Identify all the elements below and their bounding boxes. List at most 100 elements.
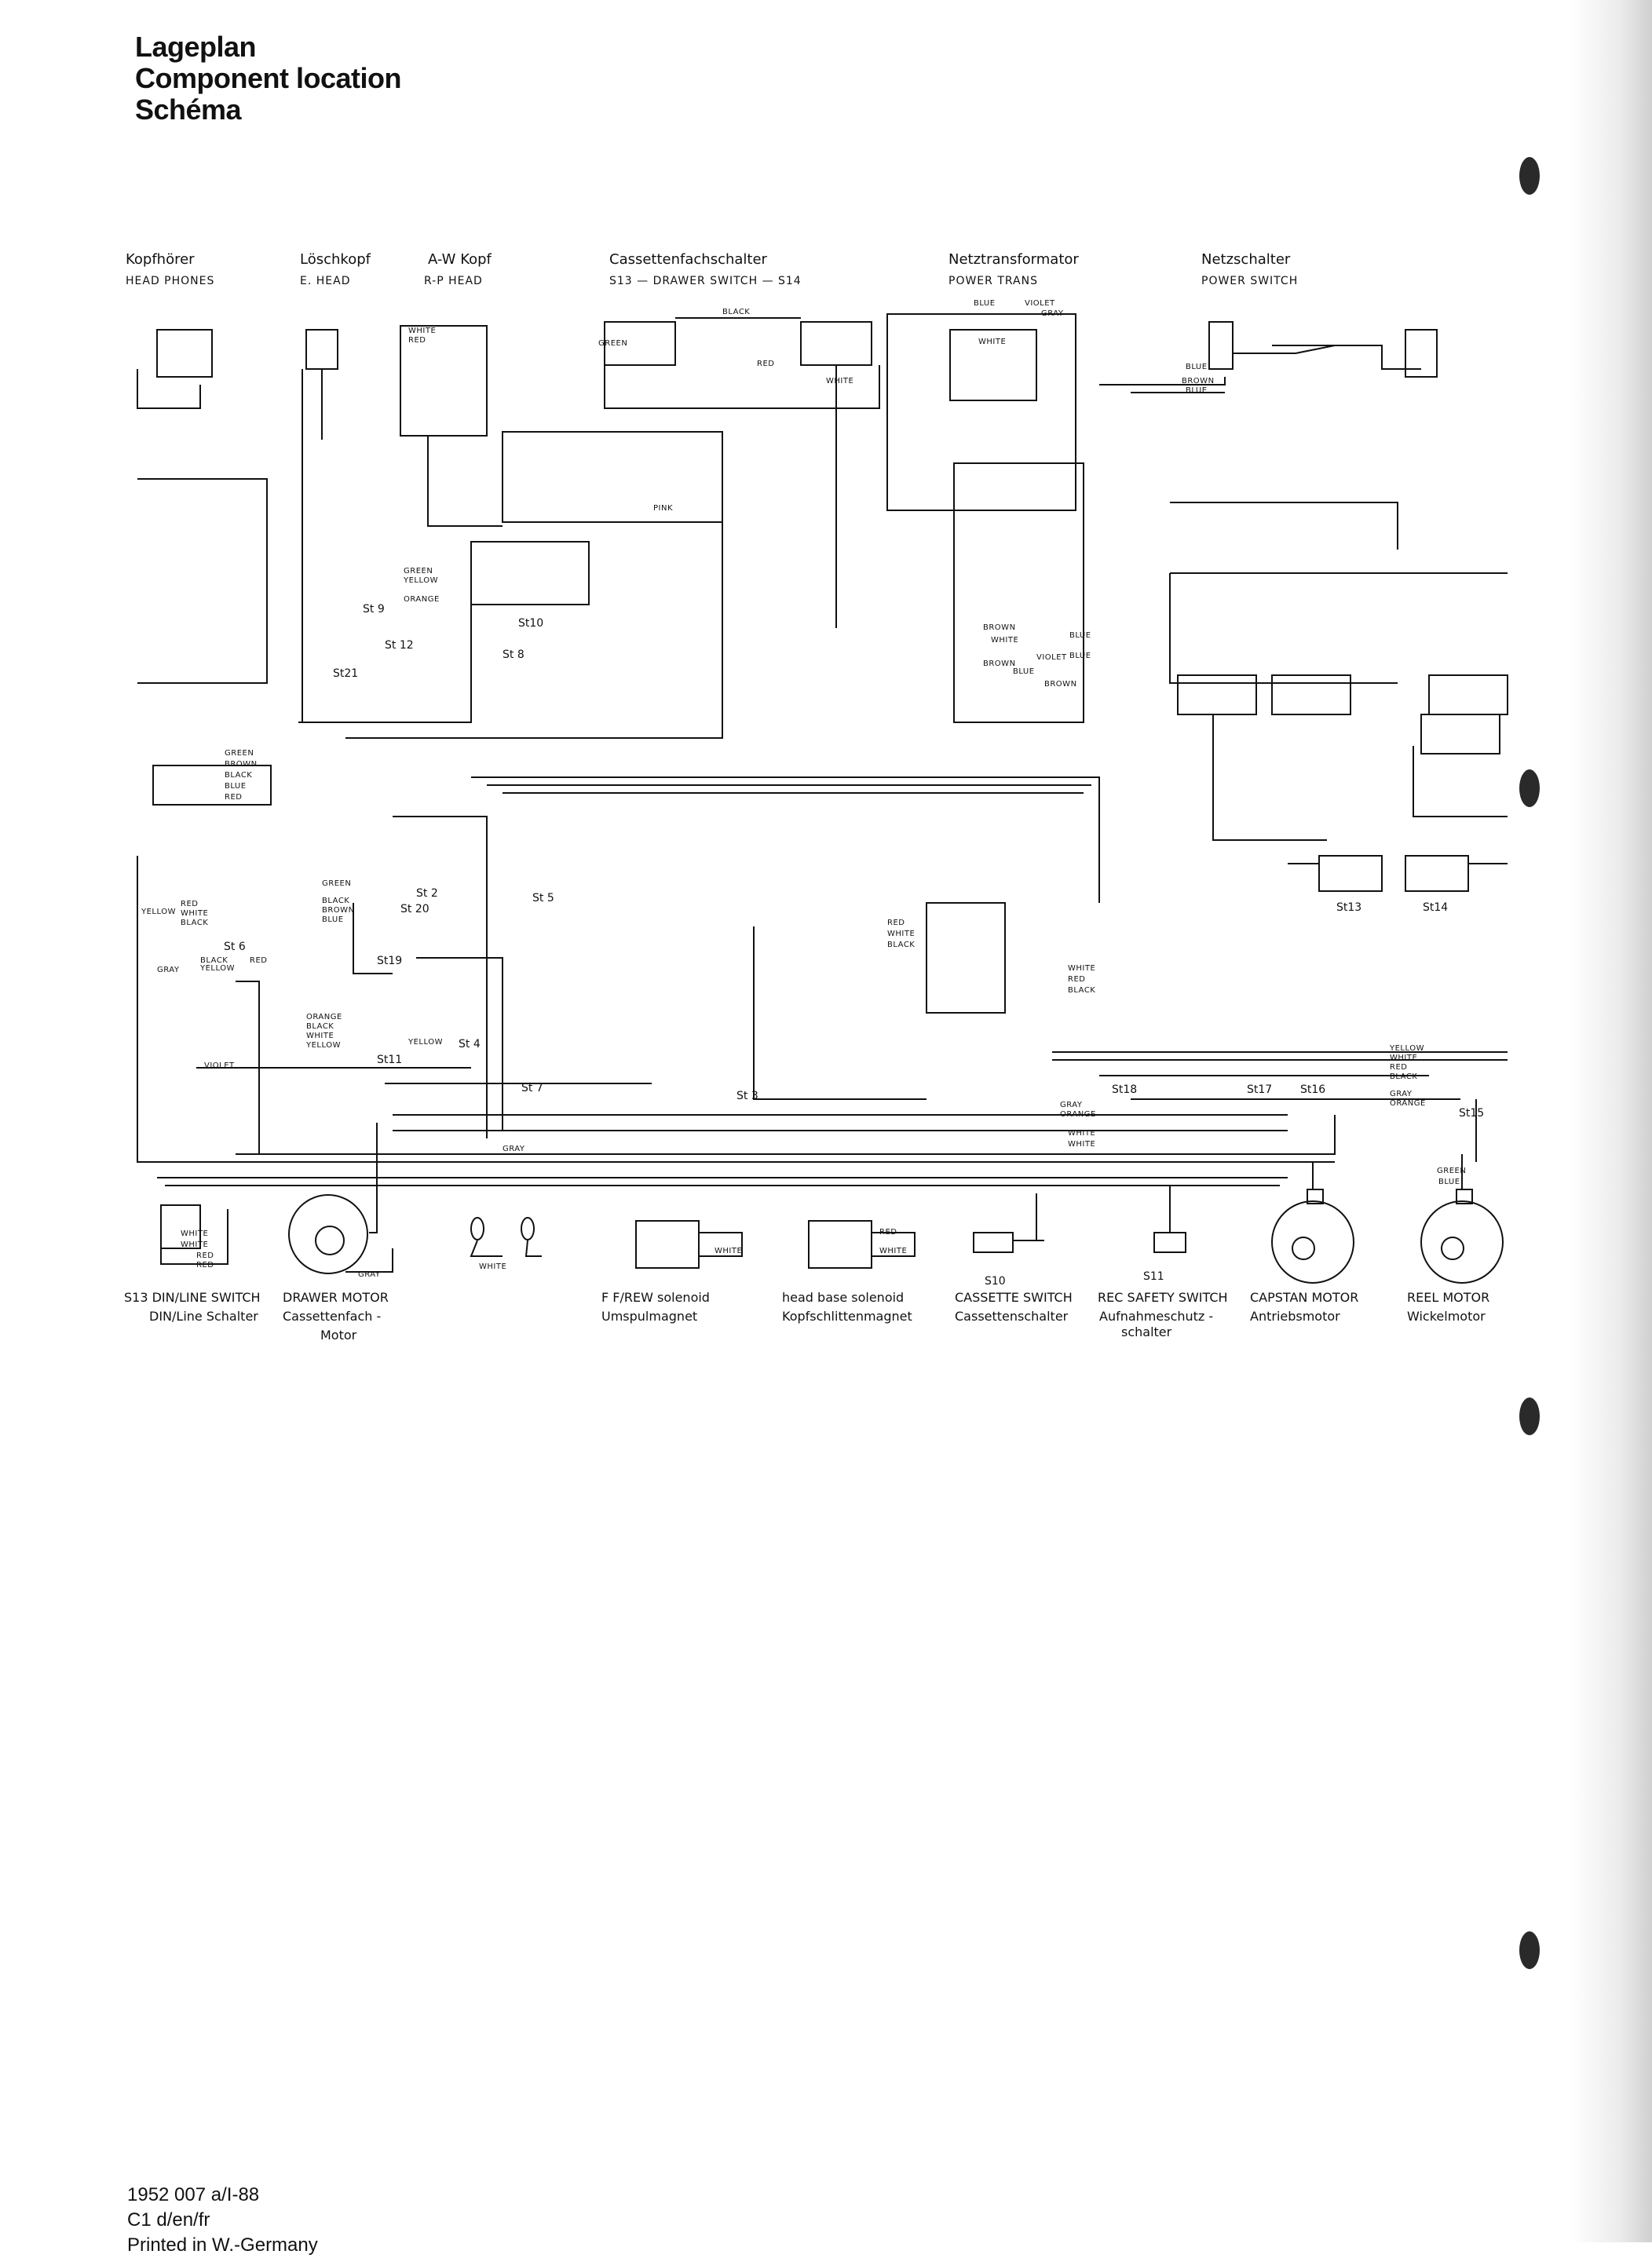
title-line-de: Lageplan [135, 31, 257, 63]
drawer-motor-shape [288, 1194, 368, 1274]
connector-st12: St 12 [385, 639, 414, 652]
bottom-component-labels: S13 DIN/LINE SWITCH DIN/Line Schalter DR… [124, 1270, 1489, 1343]
erase-head-label-en: E. HEAD [300, 275, 350, 287]
wire-label-brown-5: BROWN [983, 623, 1016, 632]
footer-languages: C1 d/en/fr [127, 2209, 210, 2231]
connector-st13-shape [1318, 855, 1383, 892]
din-line-switch-label-en: S13 DIN/LINE SWITCH [124, 1290, 261, 1305]
wire-label-yellow: YELLOW [403, 576, 438, 585]
din-line-switch-label-de: DIN/Line Schalter [149, 1309, 258, 1324]
cassette-switch-shape [973, 1232, 1014, 1253]
drawer-motor-label-de: Cassettenfach - [283, 1309, 381, 1324]
binder-hole [1519, 157, 1540, 195]
wire-label-red: RED [408, 336, 426, 345]
head-base-solenoid-label-en: head base solenoid [782, 1290, 904, 1305]
wire-label-red-9: RED [196, 1251, 214, 1260]
rec-safety-switch-label-de: Aufnahmeschutz - [1099, 1309, 1213, 1324]
connector-row-4 [1420, 714, 1500, 754]
rec-safety-switch-label-de2: schalter [1121, 1324, 1172, 1339]
power-switch-shape [1208, 321, 1234, 370]
wire-label-black: BLACK [722, 308, 750, 316]
connector-st6: St 6 [224, 941, 246, 953]
headphone-jack-shape [156, 329, 213, 378]
wire-label-yellow-5: YELLOW [199, 964, 235, 973]
wire-label-green-5: GREEN [1437, 1167, 1466, 1175]
wire-label-brown-6: BROWN [983, 659, 1016, 668]
wire-label-white-13: WHITE [181, 1240, 208, 1249]
wire-label-red-8: RED [250, 956, 267, 965]
wire-label-red-7: RED [757, 360, 774, 368]
connector-block-top [502, 431, 723, 523]
binder-hole [1519, 1931, 1540, 1969]
binder-hole [1519, 1398, 1540, 1435]
wire-label-green-2: GREEN [225, 749, 254, 758]
drawer-switch-label-de: Cassettenfachschalter [609, 251, 768, 268]
wire-label-gray-5: GRAY [503, 1145, 525, 1153]
ffrew-solenoid-label-en: F F/REW solenoid [601, 1290, 710, 1305]
wire-label-gray-2: GRAY [1390, 1090, 1413, 1098]
lamp-right-shape [521, 1217, 535, 1240]
wire-label-black-2: BLACK [887, 941, 915, 949]
connector-st17: St17 [1247, 1083, 1272, 1096]
connector-st14: St14 [1423, 901, 1448, 914]
connector-st15: St15 [1459, 1107, 1484, 1120]
wire-label-blue: BLUE [974, 299, 996, 308]
wire-label-white-2: WHITE [887, 930, 915, 938]
wire-label-black-6: BLACK [322, 897, 349, 905]
wire-label-yellow-2: YELLOW [1389, 1044, 1424, 1053]
connector-st19: St19 [377, 955, 402, 967]
wire-label-yellow-4: YELLOW [141, 908, 176, 916]
wire-label-white-3: WHITE [1068, 964, 1095, 973]
power-switch-label-en: POWER SWITCH [1201, 275, 1298, 287]
wire-label-black-3: BLACK [1068, 986, 1095, 995]
erase-head-label-de: Löschkopf [300, 251, 371, 268]
connector-labels: St 9 St 12 St21 St 8 St10 St 20 St 2 St … [224, 603, 1484, 1120]
wire-label-green-3: GREEN [322, 879, 351, 888]
din-line-switch-shape [160, 1204, 201, 1249]
wire-label-orange: ORANGE [404, 595, 440, 604]
headphones-label-en: HEAD PHONES [126, 275, 214, 287]
power-trans-label-en: POWER TRANS [948, 275, 1038, 287]
wire-label-green-4: GREEN [598, 339, 627, 348]
wire-label-red-11: RED [879, 1228, 897, 1237]
page-title: Lageplan Component location Schéma [135, 31, 401, 126]
wiring-lines [137, 313, 1508, 1284]
title-line-fr: Schéma [135, 93, 242, 126]
wire-label-blue-8: BLUE [1186, 386, 1208, 395]
wire-label-orange-3: ORANGE [1060, 1110, 1096, 1119]
drawer-switch-s13-shape [604, 321, 676, 366]
wire-label-violet: VIOLET [1025, 299, 1055, 308]
wire-label-red-10: RED [196, 1261, 214, 1270]
wire-label-white-7: WHITE [306, 1032, 334, 1040]
power-transformer-shape [886, 313, 1076, 511]
connector-row-3 [1428, 674, 1508, 715]
wire-label-white-14: WHITE [479, 1262, 506, 1271]
wire-label-blue-7: BLUE [1186, 363, 1208, 371]
connector-st10-shape [470, 541, 590, 605]
wire-label-red-2: RED [887, 919, 905, 927]
board-block-right-shape [926, 902, 1006, 1014]
erase-head-shape [305, 329, 338, 370]
wire-label-blue-9: BLUE [1438, 1178, 1460, 1186]
wire-label-yellow-6: YELLOW [408, 1038, 443, 1047]
connector-st5: St 5 [532, 892, 554, 904]
reel-motor-shape [1420, 1200, 1504, 1284]
drawer-motor-label-en: DRAWER MOTOR [283, 1290, 389, 1305]
wire-label-black-9: BLACK [200, 956, 228, 965]
rp-head-label-en: R-P HEAD [424, 275, 483, 287]
capstan-motor-label-en: CAPSTAN MOTOR [1250, 1290, 1358, 1305]
drawer-switch-s14-shape [800, 321, 872, 366]
wire-label-black-8: BLACK [181, 919, 208, 927]
wire-label-red-6: RED [181, 900, 198, 908]
reel-motor-label-en: REEL MOTOR [1407, 1290, 1489, 1305]
wire-label-white: WHITE [408, 327, 436, 335]
cassette-switch-label-de: Cassettenschalter [955, 1309, 1069, 1324]
wire-label-pink: PINK [653, 504, 673, 513]
rec-safety-switch-shape [1153, 1232, 1186, 1253]
connector-st10: St10 [518, 617, 543, 630]
wire-label-white-10: WHITE [978, 338, 1006, 346]
head-base-solenoid-label-de: Kopfschlittenmagnet [782, 1309, 912, 1324]
connector-st16: St16 [1300, 1083, 1325, 1096]
scan-shadow [1570, 0, 1652, 2242]
